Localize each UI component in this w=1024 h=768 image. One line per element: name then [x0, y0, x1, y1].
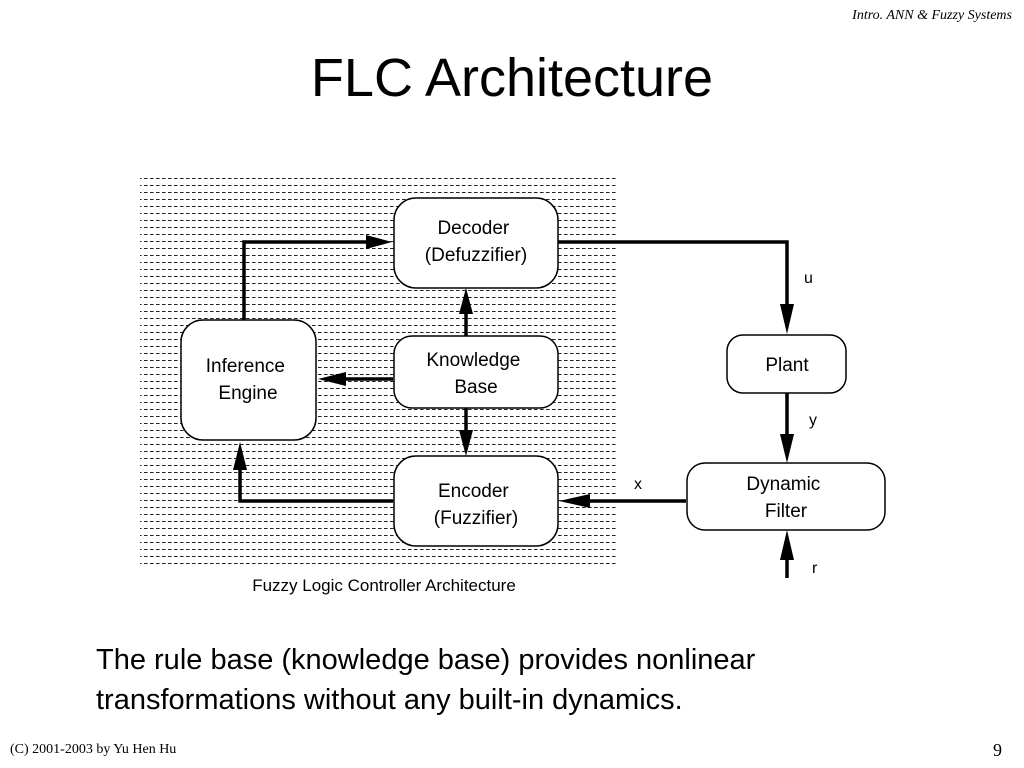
signal-x: x — [634, 476, 642, 493]
slide-body-text: The rule base (knowledge base) provides … — [96, 644, 756, 716]
arrowhead-plant-in — [780, 304, 794, 334]
svg-text:Decoder (Defuzzifier): Decoder (Defuzzifier) — [425, 218, 527, 266]
line-decoder-to-plant — [558, 240, 789, 308]
encoder-sublabel: (Fuzzifier) — [434, 508, 518, 529]
svg-text:Dynamic Filter: Dynamic Filter — [746, 474, 825, 522]
inference-engine-label-1: Inference — [206, 356, 285, 377]
plant-block — [726, 334, 847, 394]
inference-engine-block — [180, 319, 317, 441]
arrowhead-encoder-down — [459, 430, 473, 456]
line-inference-to-decoder — [242, 240, 370, 320]
arrowhead-filter-in — [780, 434, 794, 463]
knowledge-base-label-1: Knowledge — [426, 350, 520, 371]
arrowhead-inference-in — [318, 372, 346, 386]
arrowhead-decoder-in — [366, 235, 392, 249]
svg-text:Encoder (Fuzzifier): Encoder (Fuzzifier) — [434, 481, 518, 529]
svg-text:Knowledge Base: Knowledge Base — [426, 350, 525, 398]
diagram-caption: Fuzzy Logic Controller Architecture — [252, 576, 516, 595]
dynamic-filter-label-1: Dynamic — [746, 474, 820, 495]
plant-label: Plant — [765, 355, 809, 376]
decoder-block — [393, 197, 559, 289]
knowledge-base-block — [393, 335, 559, 409]
arrowhead-r-up — [780, 530, 794, 560]
signal-r: r — [812, 560, 818, 577]
arrowhead-inference-up — [233, 442, 247, 470]
signal-y: y — [809, 412, 817, 429]
slide-title: FLC Architecture — [310, 48, 714, 108]
dynamic-filter-label-2: Filter — [765, 501, 808, 522]
line-encoder-to-inference — [238, 466, 393, 503]
encoder-block — [393, 455, 559, 547]
inference-engine-label-2: Engine — [218, 383, 277, 404]
course-header: Intro. ANN & Fuzzy Systems — [852, 8, 1012, 23]
page-number: 9 — [993, 740, 1002, 760]
dynamic-filter-block — [686, 462, 886, 531]
svg-text:Plant: Plant — [765, 355, 809, 376]
signal-u: u — [804, 270, 813, 287]
footer-copyright: (C) 2001-2003 by Yu Hen Hu — [10, 742, 177, 757]
knowledge-base-label-2: Base — [454, 377, 497, 398]
encoder-label: Encoder — [438, 481, 509, 502]
svg-text:Inference Engine: Inference Engine — [206, 356, 291, 404]
decoder-sublabel: (Defuzzifier) — [425, 245, 527, 266]
arrowhead-kb-up — [459, 288, 473, 314]
decoder-label: Decoder — [437, 218, 509, 239]
arrowhead-encoder-in — [559, 494, 590, 508]
